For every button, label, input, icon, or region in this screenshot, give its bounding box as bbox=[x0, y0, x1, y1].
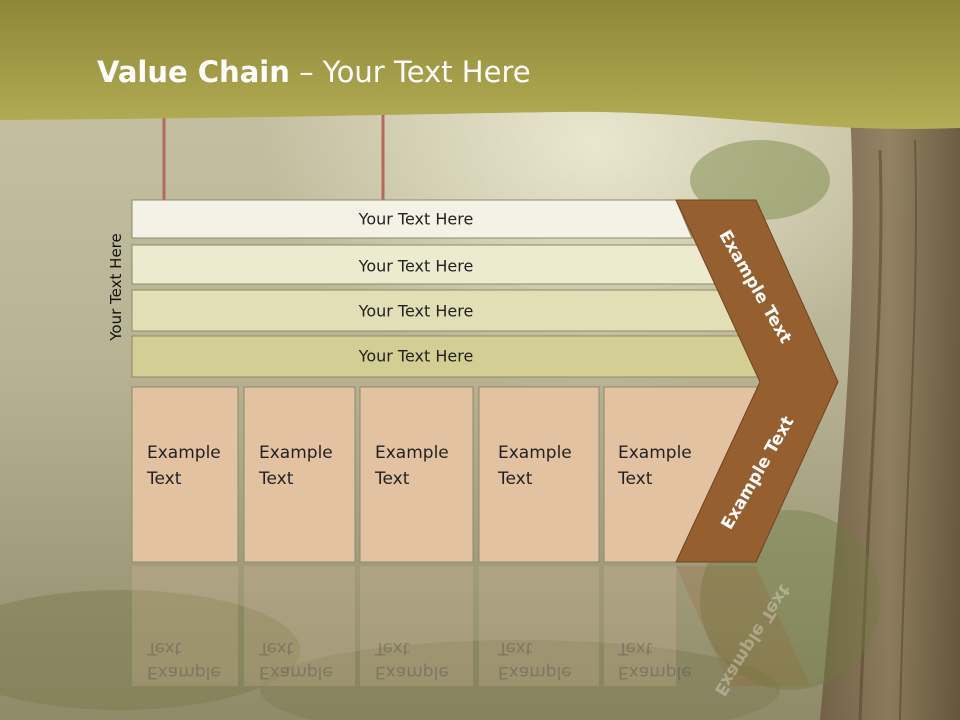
title-rest: – Your Text Here bbox=[289, 55, 531, 89]
reflection-line: Text bbox=[259, 638, 294, 658]
reflection-text: Example Text bbox=[375, 636, 465, 684]
support-bar-1 bbox=[131, 199, 693, 239]
reflection-line: Text bbox=[618, 638, 653, 658]
support-bar-3-label: Your Text Here bbox=[358, 301, 474, 321]
reflection-line: Text bbox=[498, 638, 533, 658]
primary-cell-2 bbox=[243, 386, 356, 563]
reflection-text: Example Text bbox=[498, 636, 588, 684]
reflection-line: Text bbox=[147, 638, 182, 658]
reflection-line: Example bbox=[498, 662, 572, 682]
primary-cell-3 bbox=[359, 386, 474, 563]
cell-line: Example bbox=[498, 443, 572, 463]
slide-title: Value Chain – Your Text Here bbox=[97, 55, 531, 89]
reflection-line: Example bbox=[147, 662, 221, 682]
support-bar-2-label: Your Text Here bbox=[358, 256, 474, 276]
support-bar-1-label: Your Text Here bbox=[358, 209, 474, 229]
cell-line: Text bbox=[618, 469, 653, 489]
reflection-line: Example bbox=[375, 662, 449, 682]
cell-line: Example bbox=[259, 443, 333, 463]
title-bold: Value Chain bbox=[97, 55, 290, 89]
reflection-text: Example Text bbox=[618, 636, 708, 684]
cell-line: Text bbox=[259, 469, 294, 489]
primary-cell-1 bbox=[131, 386, 239, 563]
cell-line: Example bbox=[147, 443, 221, 463]
cell-line: Text bbox=[375, 469, 410, 489]
cell-line: Example bbox=[618, 443, 692, 463]
reflection-line: Example bbox=[259, 662, 333, 682]
reflection bbox=[132, 566, 810, 686]
cell-line: Example bbox=[375, 443, 449, 463]
value-chevron bbox=[675, 199, 839, 563]
primary-cell-4 bbox=[478, 386, 600, 563]
reflection-line: Example bbox=[618, 662, 692, 682]
cell-line: Text bbox=[498, 469, 533, 489]
reflection-line: Text bbox=[375, 638, 410, 658]
cell-line: Text bbox=[147, 469, 182, 489]
reflection-text: Example Text bbox=[259, 636, 349, 684]
reflection-text: Example Text bbox=[147, 636, 237, 684]
support-bar-4-label: Your Text Here bbox=[358, 346, 474, 366]
